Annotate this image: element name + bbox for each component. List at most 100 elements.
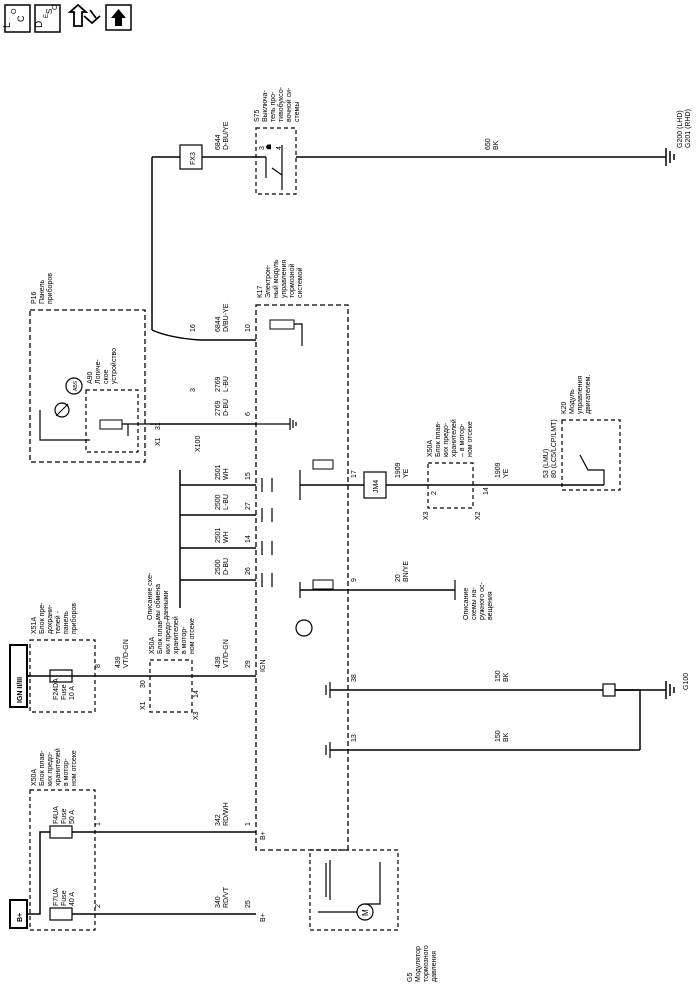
svg-text:F24DA: F24DA <box>53 678 60 700</box>
svg-text:вочной си-: вочной си- <box>285 87 293 122</box>
svg-text:2769: 2769 <box>215 376 222 392</box>
svg-text:L-BU: L-BU <box>223 376 230 392</box>
p16-title: P16 <box>31 291 38 304</box>
svg-text:тормозной: тормозной <box>288 263 296 298</box>
svg-text:вещения: вещения <box>487 591 494 620</box>
svg-text:X3: X3 <box>423 511 430 520</box>
svg-text:10: 10 <box>245 324 252 332</box>
top-circuit: FX3 6844 D-BU/YE 3 ☗ 4 650 BK G200 (LHD)… <box>151 86 692 330</box>
s75-switch-box <box>255 127 297 195</box>
svg-text:40 A: 40 A <box>69 892 76 906</box>
svg-text:Fuse: Fuse <box>61 890 68 906</box>
svg-text:Электрон-: Электрон- <box>265 264 272 298</box>
wire-6844-a-color: D-BU/YE <box>223 121 230 150</box>
svg-text:80 (LC5/LCP/LMT): 80 (LC5/LCP/LMT) <box>551 419 558 478</box>
fx3-label: FX3 <box>190 152 197 165</box>
svg-text:14: 14 <box>193 690 200 698</box>
svg-text:BK: BK <box>503 732 510 742</box>
p16-instrument-panel: P16 Панель приборов ABS A90 Логиче- ское… <box>29 273 162 463</box>
ign-label: IGN II/III <box>17 677 24 703</box>
svg-text:IGN: IGN <box>260 660 267 672</box>
s75-description: S75 Выключа- тель про- тивобуксо- вочной… <box>254 86 301 122</box>
description-button[interactable]: D E S C <box>34 4 61 33</box>
svg-text:A90: A90 <box>87 371 94 384</box>
svg-text:Блок плав-: Блок плав- <box>435 421 442 457</box>
desc-e: E <box>44 14 50 18</box>
svg-text:ких предо-: ких предо- <box>443 422 450 457</box>
p16-pin-31: 31 <box>155 422 162 430</box>
svg-text:M: M <box>361 909 370 916</box>
svg-text:JM4: JM4 <box>373 480 380 493</box>
svg-text:ном отсеке: ном отсеке <box>189 618 196 654</box>
toolbar: L O C D E S C <box>2 3 132 33</box>
brake-light-circuit: 9 20 BN/YE Описание схемы на- ружного ос… <box>295 561 494 637</box>
resistor-icon <box>99 419 123 430</box>
wire-650-color: BK <box>493 140 500 150</box>
svg-text:BK: BK <box>503 672 510 682</box>
svg-text:F4UA: F4UA <box>53 806 60 824</box>
svg-text:X51A: X51A <box>31 617 38 634</box>
ignition-circuit: IGN II/III X51A Блок пре- дохрани- телей… <box>9 602 267 720</box>
ground-g200-label: G200 (LHD) <box>677 110 684 148</box>
navigate-icon[interactable] <box>67 3 101 27</box>
svg-text:S75: S75 <box>254 109 261 122</box>
svg-text:9: 9 <box>351 578 358 582</box>
svg-text:RD/WH: RD/WH <box>223 802 230 826</box>
svg-text:хранителей: хранителей <box>172 616 180 654</box>
svg-text:Блок плав-: Блок плав- <box>157 618 164 654</box>
svg-text:тормозного: тормозного <box>423 945 430 982</box>
abs-lamp-icon <box>65 377 83 395</box>
location-button[interactable]: L O C <box>2 4 31 33</box>
svg-text:14: 14 <box>483 487 490 495</box>
svg-text:X50A: X50A <box>427 440 434 457</box>
p16-x1: X1 <box>155 437 162 446</box>
svg-text:ном отсеке: ном отсеке <box>71 750 78 786</box>
svg-text:двигателем.: двигателем. <box>585 375 592 414</box>
svg-text:управления: управления <box>281 260 288 298</box>
battery-circuit: B+ X50A Блок плав- ких предо- хранителей… <box>9 748 267 931</box>
svg-text:340: 340 <box>215 896 222 908</box>
svg-text:YE: YE <box>403 468 410 478</box>
svg-text:системой: системой <box>296 267 304 298</box>
svg-text:схемы на-: схемы на- <box>471 587 478 620</box>
svg-text:342: 342 <box>215 814 222 826</box>
svg-text:D-BU: D-BU <box>223 399 230 416</box>
wire-6844-a: 6844 <box>215 134 222 150</box>
svg-text:ном отсеке: ном отсеке <box>467 421 474 457</box>
loc-o: O <box>11 8 18 14</box>
svg-text:VT/D-GN: VT/D-GN <box>123 639 130 668</box>
desc-c: C <box>52 5 59 10</box>
svg-text:WH: WH <box>223 531 230 543</box>
svg-text:L-BU: L-BU <box>223 494 230 510</box>
svg-text:тивобуксо-: тивобуксо- <box>277 86 285 122</box>
svg-text:управления: управления <box>577 376 584 414</box>
svg-text:Fuse: Fuse <box>61 684 68 700</box>
svg-text:Блок пре-: Блок пре- <box>39 602 46 634</box>
svg-text:Модулятор: Модулятор <box>415 946 422 982</box>
s75-pin-3: 3 <box>259 146 266 150</box>
svg-text:X100: X100 <box>195 436 202 452</box>
svg-text:1909: 1909 <box>395 462 402 478</box>
svg-text:439: 439 <box>115 656 122 668</box>
svg-text:439: 439 <box>215 656 222 668</box>
svg-text:20: 20 <box>395 574 402 582</box>
svg-text:17: 17 <box>351 470 358 478</box>
svg-text:X50A: X50A <box>149 637 156 654</box>
svg-text:Логиче-: Логиче- <box>95 359 102 384</box>
svg-text:данными: данными <box>163 590 170 620</box>
svg-text:F7UA: F7UA <box>53 888 60 906</box>
svg-text:тель про-: тель про- <box>270 91 277 122</box>
svg-text:YE: YE <box>503 468 510 478</box>
svg-text:WH: WH <box>223 468 230 480</box>
up-arrow-button[interactable] <box>105 4 132 31</box>
svg-text:X1: X1 <box>140 701 147 710</box>
svg-text:панель: панель <box>63 611 70 634</box>
svg-text:150: 150 <box>495 730 502 742</box>
svg-text:Блок плав-: Блок плав- <box>39 750 46 786</box>
svg-text:G5: G5 <box>407 973 414 982</box>
svg-text:Описание схе-: Описание схе- <box>147 572 154 620</box>
svg-text:VT/D-GN: VT/D-GN <box>223 639 230 668</box>
svg-text:K17: K17 <box>257 285 264 298</box>
svg-text:X2: X2 <box>475 511 482 520</box>
svg-text:38: 38 <box>351 674 358 682</box>
